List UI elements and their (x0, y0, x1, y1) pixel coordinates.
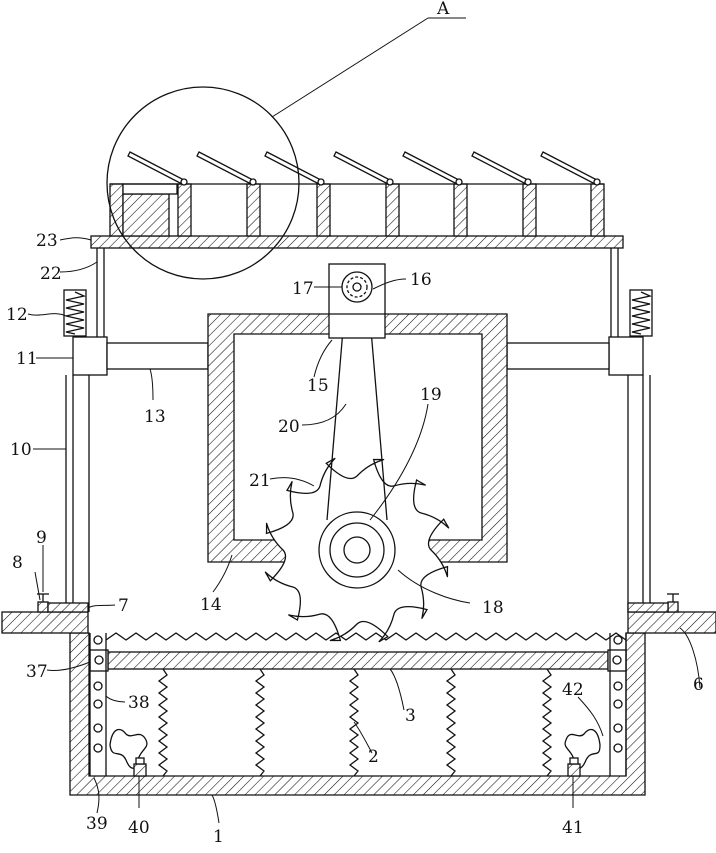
bolt-41 (568, 758, 580, 776)
sieve-plate (90, 650, 626, 671)
flap (197, 152, 253, 184)
bolt-40 (134, 758, 146, 776)
guide-hole (94, 700, 102, 708)
top-platform (91, 236, 623, 248)
label-38: 37 (26, 662, 48, 682)
flap (403, 152, 459, 184)
label-11: 11 (16, 349, 38, 369)
label-42: 42 (562, 680, 584, 700)
flap (128, 152, 184, 184)
guide-hole (614, 724, 622, 732)
label-21: 21 (249, 471, 271, 491)
flap-pivot (181, 179, 187, 185)
spring-2 (447, 669, 455, 776)
flaps (128, 152, 600, 185)
label-41: 41 (562, 818, 584, 838)
label-19: 19 (420, 385, 442, 405)
label-39: 38 (128, 693, 150, 713)
label-14: 14 (200, 595, 222, 615)
label-17: 17 (292, 279, 314, 299)
top-post (247, 184, 260, 236)
top-post (454, 184, 467, 236)
guide-hole (94, 744, 102, 752)
label-10: 10 (10, 440, 32, 460)
flap-pivot (250, 179, 256, 185)
guide-hole (614, 682, 622, 690)
label-18: 18 (482, 598, 504, 618)
guide-hole (614, 636, 622, 644)
flap-pivot (594, 179, 600, 185)
spring-2 (543, 669, 551, 776)
spring-2 (256, 669, 264, 776)
guide-hole (614, 744, 622, 752)
label-1: 1 (213, 827, 224, 847)
label-7: 7 (118, 596, 129, 616)
serrated-teeth (106, 633, 626, 640)
flap-pivot (456, 179, 462, 185)
spring-2 (159, 669, 167, 776)
label-13: 13 (144, 407, 166, 427)
top-post (317, 184, 330, 236)
label-22: 22 (40, 264, 62, 284)
label-6: 6 (693, 675, 704, 695)
detail-label-a: A (436, 0, 450, 19)
flap (265, 152, 321, 184)
top-post (591, 184, 604, 236)
label-9: 9 (36, 528, 47, 548)
label-16: 16 (410, 270, 432, 290)
flap-pivot (525, 179, 531, 185)
top-post (523, 184, 536, 236)
label-15: 15 (307, 376, 329, 396)
label-40: 40 (128, 818, 150, 838)
crushing-roller (265, 458, 448, 641)
top-post (386, 184, 399, 236)
flap-pivot (387, 179, 393, 185)
label-3: 3 (405, 706, 416, 726)
flap (541, 152, 597, 184)
label-8: 8 (12, 553, 23, 573)
flap (334, 152, 390, 184)
top-posts (110, 184, 604, 236)
guide-hole (94, 636, 102, 644)
label-12: 12 (6, 305, 28, 325)
label-23: 23 (36, 231, 58, 251)
guide-hole (94, 724, 102, 732)
guide-hole (614, 700, 622, 708)
top-post (178, 184, 191, 236)
label-37: 39 (86, 814, 108, 834)
label-2: 2 (368, 747, 379, 767)
support-springs (159, 669, 551, 776)
flap (472, 152, 528, 184)
connecting-rods (107, 343, 609, 369)
label-20: 20 (278, 417, 300, 437)
motor-box (329, 264, 385, 338)
guide-hole (94, 682, 102, 690)
flap-pivot (318, 179, 324, 185)
